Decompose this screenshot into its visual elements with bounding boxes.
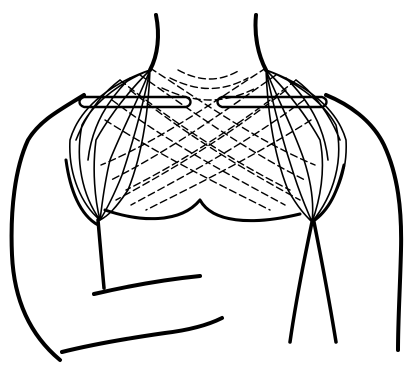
right-tail-a xyxy=(290,222,312,342)
left-bandage-fan xyxy=(70,70,150,220)
left-forearm-outline xyxy=(94,276,200,294)
left-tail xyxy=(98,220,104,288)
right-bandage-fan xyxy=(266,70,346,222)
right-tail-b xyxy=(314,222,336,342)
neck-line-left xyxy=(150,15,158,70)
shoulder-pads xyxy=(80,97,327,107)
neck-lines xyxy=(150,15,266,70)
left-shoulder-outline xyxy=(12,95,84,360)
right-arm-inner-outline xyxy=(312,165,344,222)
bandage-tails xyxy=(98,220,336,342)
body-outline xyxy=(12,95,402,360)
left-hand-outline xyxy=(62,318,222,352)
neck-line-right xyxy=(255,15,266,70)
left-arm-inner-outline xyxy=(66,160,98,225)
